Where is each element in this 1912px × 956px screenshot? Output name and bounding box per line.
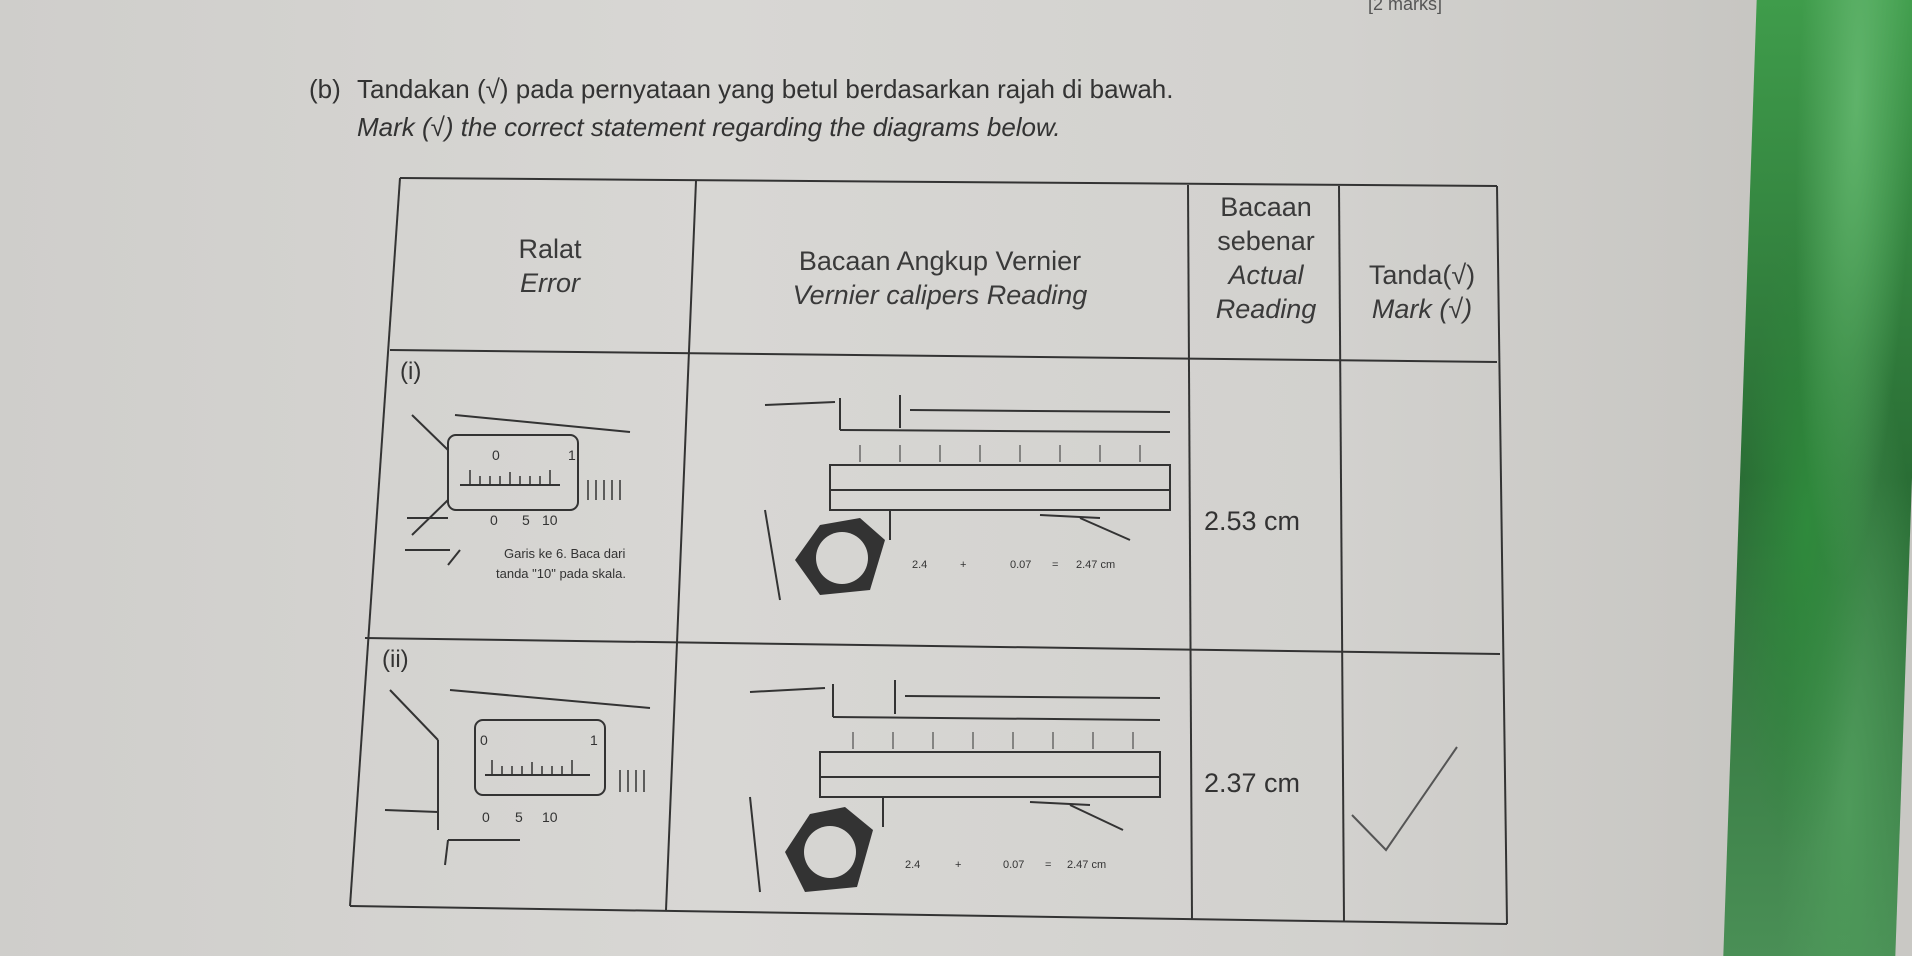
header-actual-malay-2: sebenar — [1217, 226, 1315, 256]
row-label-ii: (ii) — [382, 646, 409, 673]
note-line-2: tanda "10" pada skala. — [496, 566, 626, 581]
vernier-label-0: 0 — [490, 512, 498, 528]
green-cloth-background — [1723, 0, 1912, 956]
calc-eq: = — [1045, 859, 1051, 871]
header-vernier-reading: Bacaan Angkup Vernier Vernier calipers R… — [740, 244, 1140, 312]
vernier-label-10: 10 — [542, 809, 558, 825]
row-label-i: (i) — [400, 358, 422, 385]
question-text-english: Mark (√) the correct statement regarding… — [357, 112, 1061, 142]
main-scale-label-0: 0 — [480, 732, 488, 748]
calc-plus: + — [960, 559, 966, 571]
header-error-english: Error — [520, 268, 580, 298]
header-error: Ralat Error — [470, 232, 630, 300]
vernier-label-0: 0 — [482, 809, 490, 825]
calc-b: 0.07 — [1010, 559, 1031, 571]
vernier-label-5: 5 — [515, 809, 523, 825]
check-mark-icon — [1351, 746, 1458, 852]
header-vernier-malay: Bacaan Angkup Vernier — [798, 246, 1082, 276]
error-diagram-i: 0 1 0 5 10 Garis ke 6. Baca dari — [405, 414, 631, 566]
main-scale-label-0: 0 — [492, 447, 500, 463]
header-error-malay: Ralat — [518, 234, 582, 264]
calc-c: 2.47 cm — [1076, 559, 1115, 571]
vernier-label-10: 10 — [542, 512, 558, 528]
vernier-caliper-diagram-i: 2.4 + 0.07 = 2.47 cm — [764, 395, 1171, 601]
vernier-label-5: 5 — [522, 512, 530, 528]
header-vernier-english: Vernier calipers Reading — [792, 280, 1088, 310]
actual-reading-ii: 2.37 cm — [1204, 768, 1301, 798]
question-text-malay: Tandakan (√) pada pernyataan yang betul … — [357, 74, 1174, 104]
header-mark-english: Mark (√) — [1371, 294, 1473, 324]
error-diagram-ii: 0 1 0 5 10 — [384, 689, 651, 866]
main-scale-label-1: 1 — [568, 447, 576, 463]
actual-reading-i: 2.53 cm — [1204, 506, 1301, 536]
calc-a: 2.4 — [912, 559, 927, 571]
header-actual-malay-1: Bacaan — [1220, 192, 1312, 222]
calc-plus: + — [955, 859, 961, 871]
note-line-1: Garis ke 6. Baca dari — [504, 546, 625, 561]
header-actual-english-2: Reading — [1215, 294, 1317, 324]
calc-b: 0.07 — [1003, 859, 1024, 871]
mark-cell-i[interactable] — [1345, 365, 1495, 645]
header-actual-english-1: Actual — [1228, 260, 1304, 290]
marks-note: [2 marks] — [1368, 0, 1443, 14]
header-mark-malay: Tanda(√) — [1368, 260, 1476, 290]
header-actual-reading: Bacaan sebenar Actual Reading — [1196, 190, 1336, 326]
main-scale-label-1: 1 — [590, 732, 598, 748]
calc-c: 2.47 cm — [1067, 859, 1106, 871]
calc-a: 2.4 — [905, 859, 920, 871]
calc-eq: = — [1052, 559, 1058, 571]
vernier-caliper-diagram-ii: 2.4 + 0.07 = 2.47 cm — [749, 680, 1161, 893]
question-label: (b) — [309, 74, 341, 104]
header-mark: Tanda(√) Mark (√) — [1347, 258, 1497, 326]
